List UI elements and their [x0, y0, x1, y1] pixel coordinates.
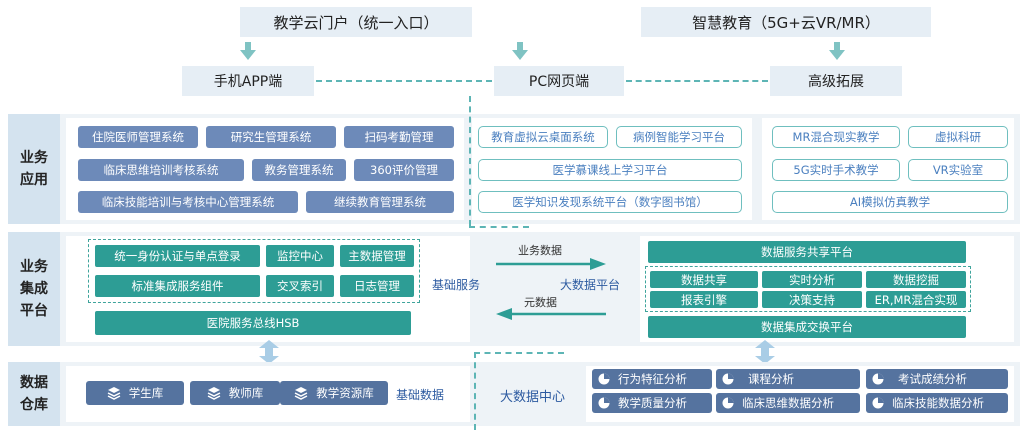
pie-chart-icon	[722, 397, 734, 409]
bigdata-function-button[interactable]: ER,MR混合实现	[866, 291, 966, 308]
business-platform-button[interactable]: 教育虚拟云桌面系统	[478, 126, 608, 148]
business-ext-button[interactable]: 5G实时手术教学	[772, 159, 900, 181]
double-arrow-icon	[259, 340, 279, 364]
business-system-button[interactable]: 扫码考勤管理	[344, 126, 454, 148]
basic-service-button[interactable]: 主数据管理	[340, 245, 414, 267]
business-system-button[interactable]: 研究生管理系统	[206, 126, 336, 148]
exchange-platform-bar[interactable]: 数据集成交换平台	[648, 316, 966, 338]
bigdata-function-button[interactable]: 数据共享	[650, 271, 758, 288]
basic-service-label: 基础服务	[432, 278, 481, 292]
flow-label-metadata: 元数据	[524, 296, 557, 309]
bigdata-function-group	[645, 266, 971, 312]
bigdata-function-button[interactable]: 实时分析	[762, 271, 862, 288]
pie-chart-icon	[722, 373, 734, 385]
basic-service-group	[88, 239, 420, 303]
business-system-button[interactable]: 360评价管理	[354, 159, 454, 181]
smart-edu-label: 智慧教育（5G+云VR/MR）	[692, 13, 880, 32]
pie-chart-icon	[598, 397, 610, 409]
basic-service-button[interactable]: 交叉索引	[266, 275, 334, 297]
basic-service-button[interactable]: 日志管理	[340, 275, 414, 297]
business-platform-button[interactable]: 医学慕课线上学习平台	[478, 159, 742, 181]
layer-label-warehouse: 数据仓库	[8, 362, 60, 426]
analytics-button[interactable]: 行为特征分析	[592, 369, 712, 389]
connector-line	[474, 352, 476, 430]
pc-web-box: PC网页端	[494, 66, 624, 96]
pc-web-label: PC网页端	[528, 74, 590, 90]
bigdata-center-label: 大数据中心	[500, 390, 566, 405]
business-ext-button[interactable]: MR混合现实教学	[772, 126, 900, 148]
business-system-button[interactable]: 教务管理系统	[252, 159, 346, 181]
business-platform-button[interactable]: 医学知识发现系统平台（数字图书馆）	[478, 191, 742, 213]
database-button[interactable]: 教学资源库	[280, 381, 388, 405]
business-platform-button[interactable]: 病例智能学习平台	[616, 126, 742, 148]
mobile-app-label: 手机APP端	[213, 74, 283, 90]
connector-line	[474, 352, 564, 354]
analytics-button[interactable]: 临床思维数据分析	[716, 393, 860, 413]
stack-icon	[107, 387, 121, 400]
advanced-label: 高级拓展	[808, 74, 864, 90]
connector-line	[316, 80, 492, 82]
down-arrow-icon	[829, 42, 845, 60]
advanced-box: 高级拓展	[770, 66, 902, 96]
business-system-button[interactable]: 住院医师管理系统	[78, 126, 198, 148]
basic-service-button[interactable]: 监控中心	[266, 245, 334, 267]
bigdata-function-button[interactable]: 报表引擎	[650, 291, 758, 308]
pie-chart-icon	[872, 397, 884, 409]
down-arrow-icon	[240, 42, 256, 60]
left-arrow-icon	[496, 308, 606, 320]
hsb-bar[interactable]: 医院服务总线HSB	[95, 311, 411, 335]
flow-label-business-data: 业务数据	[518, 244, 562, 257]
business-ext-button[interactable]: VR实验室	[908, 159, 1008, 181]
analytics-button[interactable]: 考试成绩分析	[866, 369, 1008, 389]
business-system-button[interactable]: 继续教育管理系统	[306, 191, 454, 213]
database-button[interactable]: 学生库	[86, 381, 184, 405]
mobile-app-box: 手机APP端	[182, 66, 314, 96]
portal-box: 教学云门户（统一入口）	[240, 7, 472, 37]
double-arrow-icon	[755, 340, 775, 364]
layer-label-business: 业务应用	[8, 114, 60, 224]
basic-data-label: 基础数据	[396, 388, 445, 402]
smart-edu-box: 智慧教育（5G+云VR/MR）	[641, 7, 931, 37]
business-system-button[interactable]: 临床思维培训考核系统	[78, 159, 244, 181]
basic-service-button[interactable]: 标准集成服务组件	[95, 275, 260, 297]
analytics-button[interactable]: 课程分析	[716, 369, 860, 389]
basic-service-button[interactable]: 统一身份认证与单点登录	[95, 245, 260, 267]
stack-icon	[294, 387, 308, 400]
analytics-button[interactable]: 教学质量分析	[592, 393, 712, 413]
bigdata-function-button[interactable]: 决策支持	[762, 291, 862, 308]
connector-line	[626, 80, 768, 82]
pie-chart-icon	[598, 373, 610, 385]
bigdata-function-button[interactable]: 数据挖掘	[866, 271, 966, 288]
database-button[interactable]: 教师库	[190, 381, 280, 405]
pie-chart-icon	[872, 373, 884, 385]
stack-icon	[207, 387, 221, 400]
analytics-button[interactable]: 临床技能数据分析	[866, 393, 1008, 413]
bigdata-platform-label: 大数据平台	[560, 278, 621, 292]
business-ext-button[interactable]: AI模拟仿真教学	[772, 191, 1008, 213]
portal-label: 教学云门户（统一入口）	[273, 13, 439, 32]
business-system-button[interactable]: 临床技能培训与考核中心管理系统	[78, 191, 298, 213]
share-platform-bar[interactable]: 数据服务共享平台	[648, 241, 966, 263]
connector-line	[469, 226, 529, 228]
layer-label-integration: 业务集成平台	[8, 232, 60, 346]
down-arrow-icon	[512, 42, 528, 60]
connector-line	[469, 96, 471, 226]
right-arrow-icon	[496, 258, 606, 270]
business-ext-button[interactable]: 虚拟科研	[908, 126, 1008, 148]
